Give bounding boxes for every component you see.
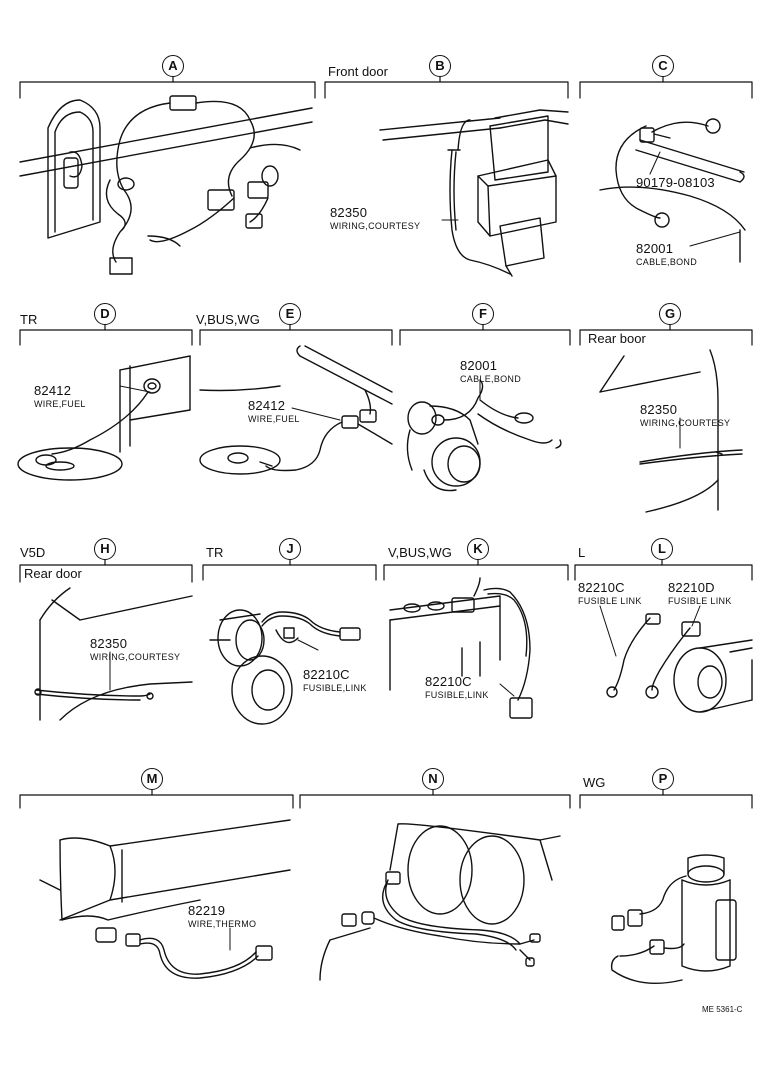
part-name-h: WIRING,COURTESY (90, 652, 181, 662)
panel-d-drawing (17, 355, 191, 481)
part-name-k: FUSIBLE,LINK (425, 690, 489, 700)
panel-a-drawing (19, 95, 313, 275)
figure-code: ME 5361-C (702, 1005, 743, 1014)
context-rear-boor: Rear boor (588, 331, 646, 346)
part-number-h: 82350 (90, 636, 128, 651)
callout-p: P (652, 768, 674, 790)
callout-h: H (94, 538, 116, 560)
part-number-b: 82350 (330, 205, 368, 220)
context-l: L (578, 545, 586, 560)
part-number-e: 82412 (248, 398, 286, 413)
part-name-e: WIRE,FUEL (248, 414, 300, 424)
callout-j: J (279, 538, 301, 560)
panel-l-drawing (606, 613, 753, 713)
part-number-l-2: 82210D (668, 580, 715, 595)
part-name-c: CABLE,BOND (636, 257, 698, 267)
callout-g: G (659, 303, 681, 325)
part-name-g: WIRING,COURTESY (640, 418, 731, 428)
part-number-m: 82219 (188, 903, 226, 918)
bolt-number-c: 90179-08103 (636, 175, 715, 190)
context-v-bus-wg-e: V,BUS,WG (196, 312, 260, 327)
callout-n: N (422, 768, 444, 790)
part-name-b: WIRING,COURTESY (330, 221, 421, 231)
context-v-bus-wg-k: V,BUS,WG (388, 545, 452, 560)
section-brackets (19, 76, 753, 809)
part-number-d: 82412 (34, 383, 72, 398)
panel-m-drawing (39, 819, 291, 979)
callout-a: A (162, 55, 184, 77)
part-number-l-1: 82210C (578, 580, 625, 595)
context-front-door: Front door (328, 64, 388, 79)
panel-k-drawing (389, 577, 533, 719)
callout-k: K (467, 538, 489, 560)
callout-c: C (652, 55, 674, 77)
panel-j-drawing (209, 609, 361, 725)
context-tr-d: TR (20, 312, 38, 327)
panel-c-drawing (599, 118, 746, 263)
part-number-j: 82210C (303, 667, 350, 682)
part-name-j: FUSIBLE,LINK (303, 683, 367, 693)
part-name-d: WIRE,FUEL (34, 399, 86, 409)
panel-g-drawing (599, 349, 743, 513)
panel-p-drawing (610, 854, 737, 985)
part-name-l-1: FUSIBLE LINK (578, 596, 642, 606)
callout-e: E (279, 303, 301, 325)
callout-b: B (429, 55, 451, 77)
callout-m: M (141, 768, 163, 790)
panel-h-drawing (34, 587, 193, 721)
context-v5d: V5D (20, 545, 46, 560)
panel-f-drawing (406, 379, 562, 492)
callout-l: L (651, 538, 673, 560)
context-rear-door: Rear door (24, 566, 82, 581)
part-number-g: 82350 (640, 402, 678, 417)
part-name-m: WIRE,THERMO (188, 919, 257, 929)
part-number-f: 82001 (460, 358, 498, 373)
part-number-c: 82001 (636, 241, 674, 256)
panel-n-drawing (319, 823, 561, 981)
panel-b-drawing (379, 109, 569, 277)
panel-e-drawing (199, 345, 393, 475)
context-tr-j: TR (206, 545, 224, 560)
leader-lines (109, 151, 741, 951)
part-number-k: 82210C (425, 674, 472, 689)
callout-d: D (94, 303, 116, 325)
part-name-f: CABLE,BOND (460, 374, 522, 384)
part-name-l-2: FUSIBLE LINK (668, 596, 732, 606)
callout-f: F (472, 303, 494, 325)
context-wg: WG (583, 775, 606, 790)
